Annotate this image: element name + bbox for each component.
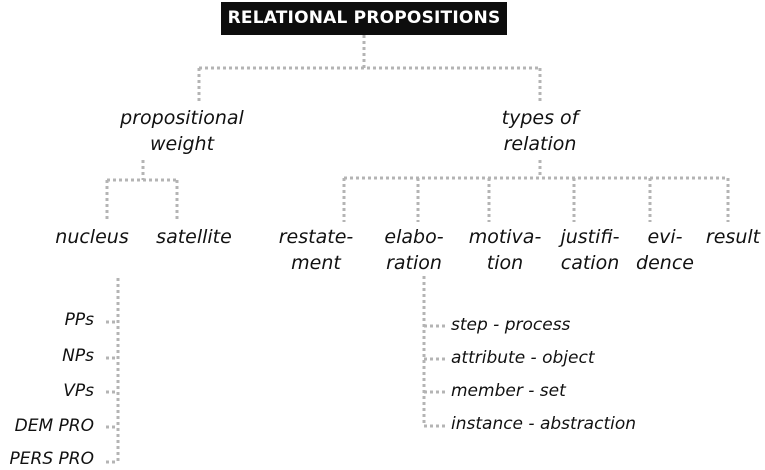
node-motivation: motiva- tion bbox=[469, 224, 542, 276]
node-justification-line1: justifi- bbox=[560, 226, 620, 248]
node-propositional-weight: propositional weight bbox=[120, 105, 244, 157]
nucleus-item-pps: PPs bbox=[64, 310, 94, 330]
node-justification-line2: cation bbox=[560, 252, 620, 274]
nucleus-item-dem-pro: DEM PRO bbox=[14, 416, 94, 436]
elaboration-item-attribute-object: attribute - object bbox=[451, 348, 595, 368]
node-types-of-relation-line2: relation bbox=[503, 133, 577, 155]
node-nucleus: nucleus bbox=[55, 226, 129, 248]
node-elaboration-line1: elabo- bbox=[384, 226, 444, 248]
elaboration-item-member-set: member - set bbox=[451, 381, 566, 401]
nucleus-item-nps: NPs bbox=[62, 346, 94, 366]
diagram-title: RELATIONAL PROPOSITIONS bbox=[221, 2, 507, 35]
node-motivation-line1: motiva- bbox=[468, 226, 542, 248]
node-result: result bbox=[705, 226, 761, 248]
node-restatement: restate- ment bbox=[279, 224, 354, 276]
node-elaboration-line2: ration bbox=[386, 252, 442, 274]
node-propositional-weight-line2: weight bbox=[149, 133, 215, 155]
node-justification: justifi- cation bbox=[560, 224, 619, 276]
node-types-of-relation-line1: types of bbox=[501, 107, 579, 129]
node-restatement-line2: ment bbox=[291, 252, 341, 274]
node-restatement-line1: restate- bbox=[278, 226, 354, 248]
node-motivation-line2: tion bbox=[486, 252, 524, 274]
nucleus-item-pers-pro: PERS PRO bbox=[9, 449, 94, 469]
node-propositional-weight-line1: propositional bbox=[120, 107, 244, 129]
node-evidence-line2: dence bbox=[636, 252, 694, 274]
node-satellite: satellite bbox=[156, 226, 232, 248]
node-types-of-relation: types of relation bbox=[502, 105, 579, 157]
node-evidence-line1: evi- bbox=[647, 226, 683, 248]
elaboration-item-step-process: step - process bbox=[451, 315, 571, 335]
node-elaboration: elabo- ration bbox=[384, 224, 443, 276]
elaboration-item-instance-abstraction: instance - abstraction bbox=[451, 414, 637, 434]
nucleus-item-vps: VPs bbox=[63, 381, 94, 401]
node-evidence: evi- dence bbox=[636, 224, 694, 276]
